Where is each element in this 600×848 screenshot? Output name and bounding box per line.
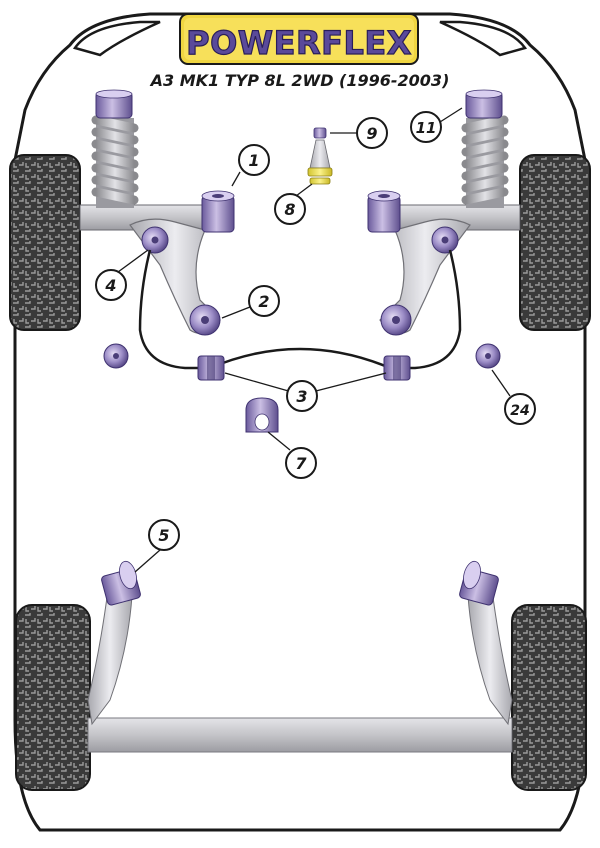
front-anti-roll-bar [138, 249, 462, 370]
rear-right-trailing-arm-bush [459, 560, 499, 606]
right-wing-mirror [439, 20, 528, 57]
svg-text:7: 7 [295, 454, 307, 473]
svg-text:24: 24 [510, 403, 529, 419]
front-left-top-mount [95, 89, 133, 119]
rear-right-trailing-arm [467, 589, 513, 726]
callout-8: 8 [274, 193, 306, 225]
callout-7: 7 [285, 447, 317, 479]
rear-left-trailing-arm [87, 589, 133, 726]
rear-left-trailing-arm-bush [101, 560, 141, 606]
front-right-wishbone-bush [367, 190, 401, 233]
svg-text:5: 5 [158, 526, 169, 545]
svg-text:4: 4 [104, 276, 116, 295]
engine-mount-left-bush-core [113, 353, 119, 359]
callout-5: 5 [148, 519, 180, 551]
callout-3: 3 [286, 380, 318, 412]
front-left-wishbone-front-bush-core [201, 316, 209, 324]
rear-left-tyre [15, 604, 91, 791]
vehicle-subtitle: A3 MK1 TYP 8L 2WD (1996-2003) [149, 71, 450, 90]
svg-text:2: 2 [258, 292, 269, 311]
front-right-tyre [519, 154, 591, 331]
rear-right-tyre [511, 604, 587, 791]
brand-wordmark: POWERFLEX [186, 24, 412, 62]
rear-axle-beam [87, 717, 513, 753]
front-right-wishbone-front-bush-core [392, 316, 400, 324]
front-left-arb-bush [197, 355, 225, 381]
front-right-arb-bush [383, 355, 411, 381]
svg-text:9: 9 [366, 124, 377, 143]
front-right-top-mount [465, 89, 503, 119]
callout-4: 4 [95, 269, 127, 301]
callout-9: 9 [356, 117, 388, 149]
front-left-tyre [9, 154, 81, 331]
engine-mount-right-bush-core [485, 353, 491, 359]
front-left-link-bush-core [151, 236, 159, 244]
front-right-spring [461, 115, 509, 208]
callout-11: 11 [410, 111, 442, 143]
svg-text:11: 11 [416, 119, 437, 137]
callout-2: 2 [248, 285, 280, 317]
callout-1: 1 [238, 144, 270, 176]
front-right-link-bush-core [441, 236, 449, 244]
front-left-wishbone-bush [201, 190, 235, 233]
svg-text:3: 3 [296, 387, 307, 406]
gearbox-mount-bush-hole [254, 413, 270, 431]
svg-text:1: 1 [248, 151, 259, 170]
bump-stop [307, 127, 333, 185]
left-wing-mirror [72, 20, 161, 57]
callout-24: 24 [504, 393, 536, 425]
front-left-spring [91, 115, 139, 208]
svg-text:8: 8 [284, 200, 295, 219]
callout-leaders [117, 107, 511, 573]
powerflex-logo: POWERFLEX [179, 13, 419, 65]
